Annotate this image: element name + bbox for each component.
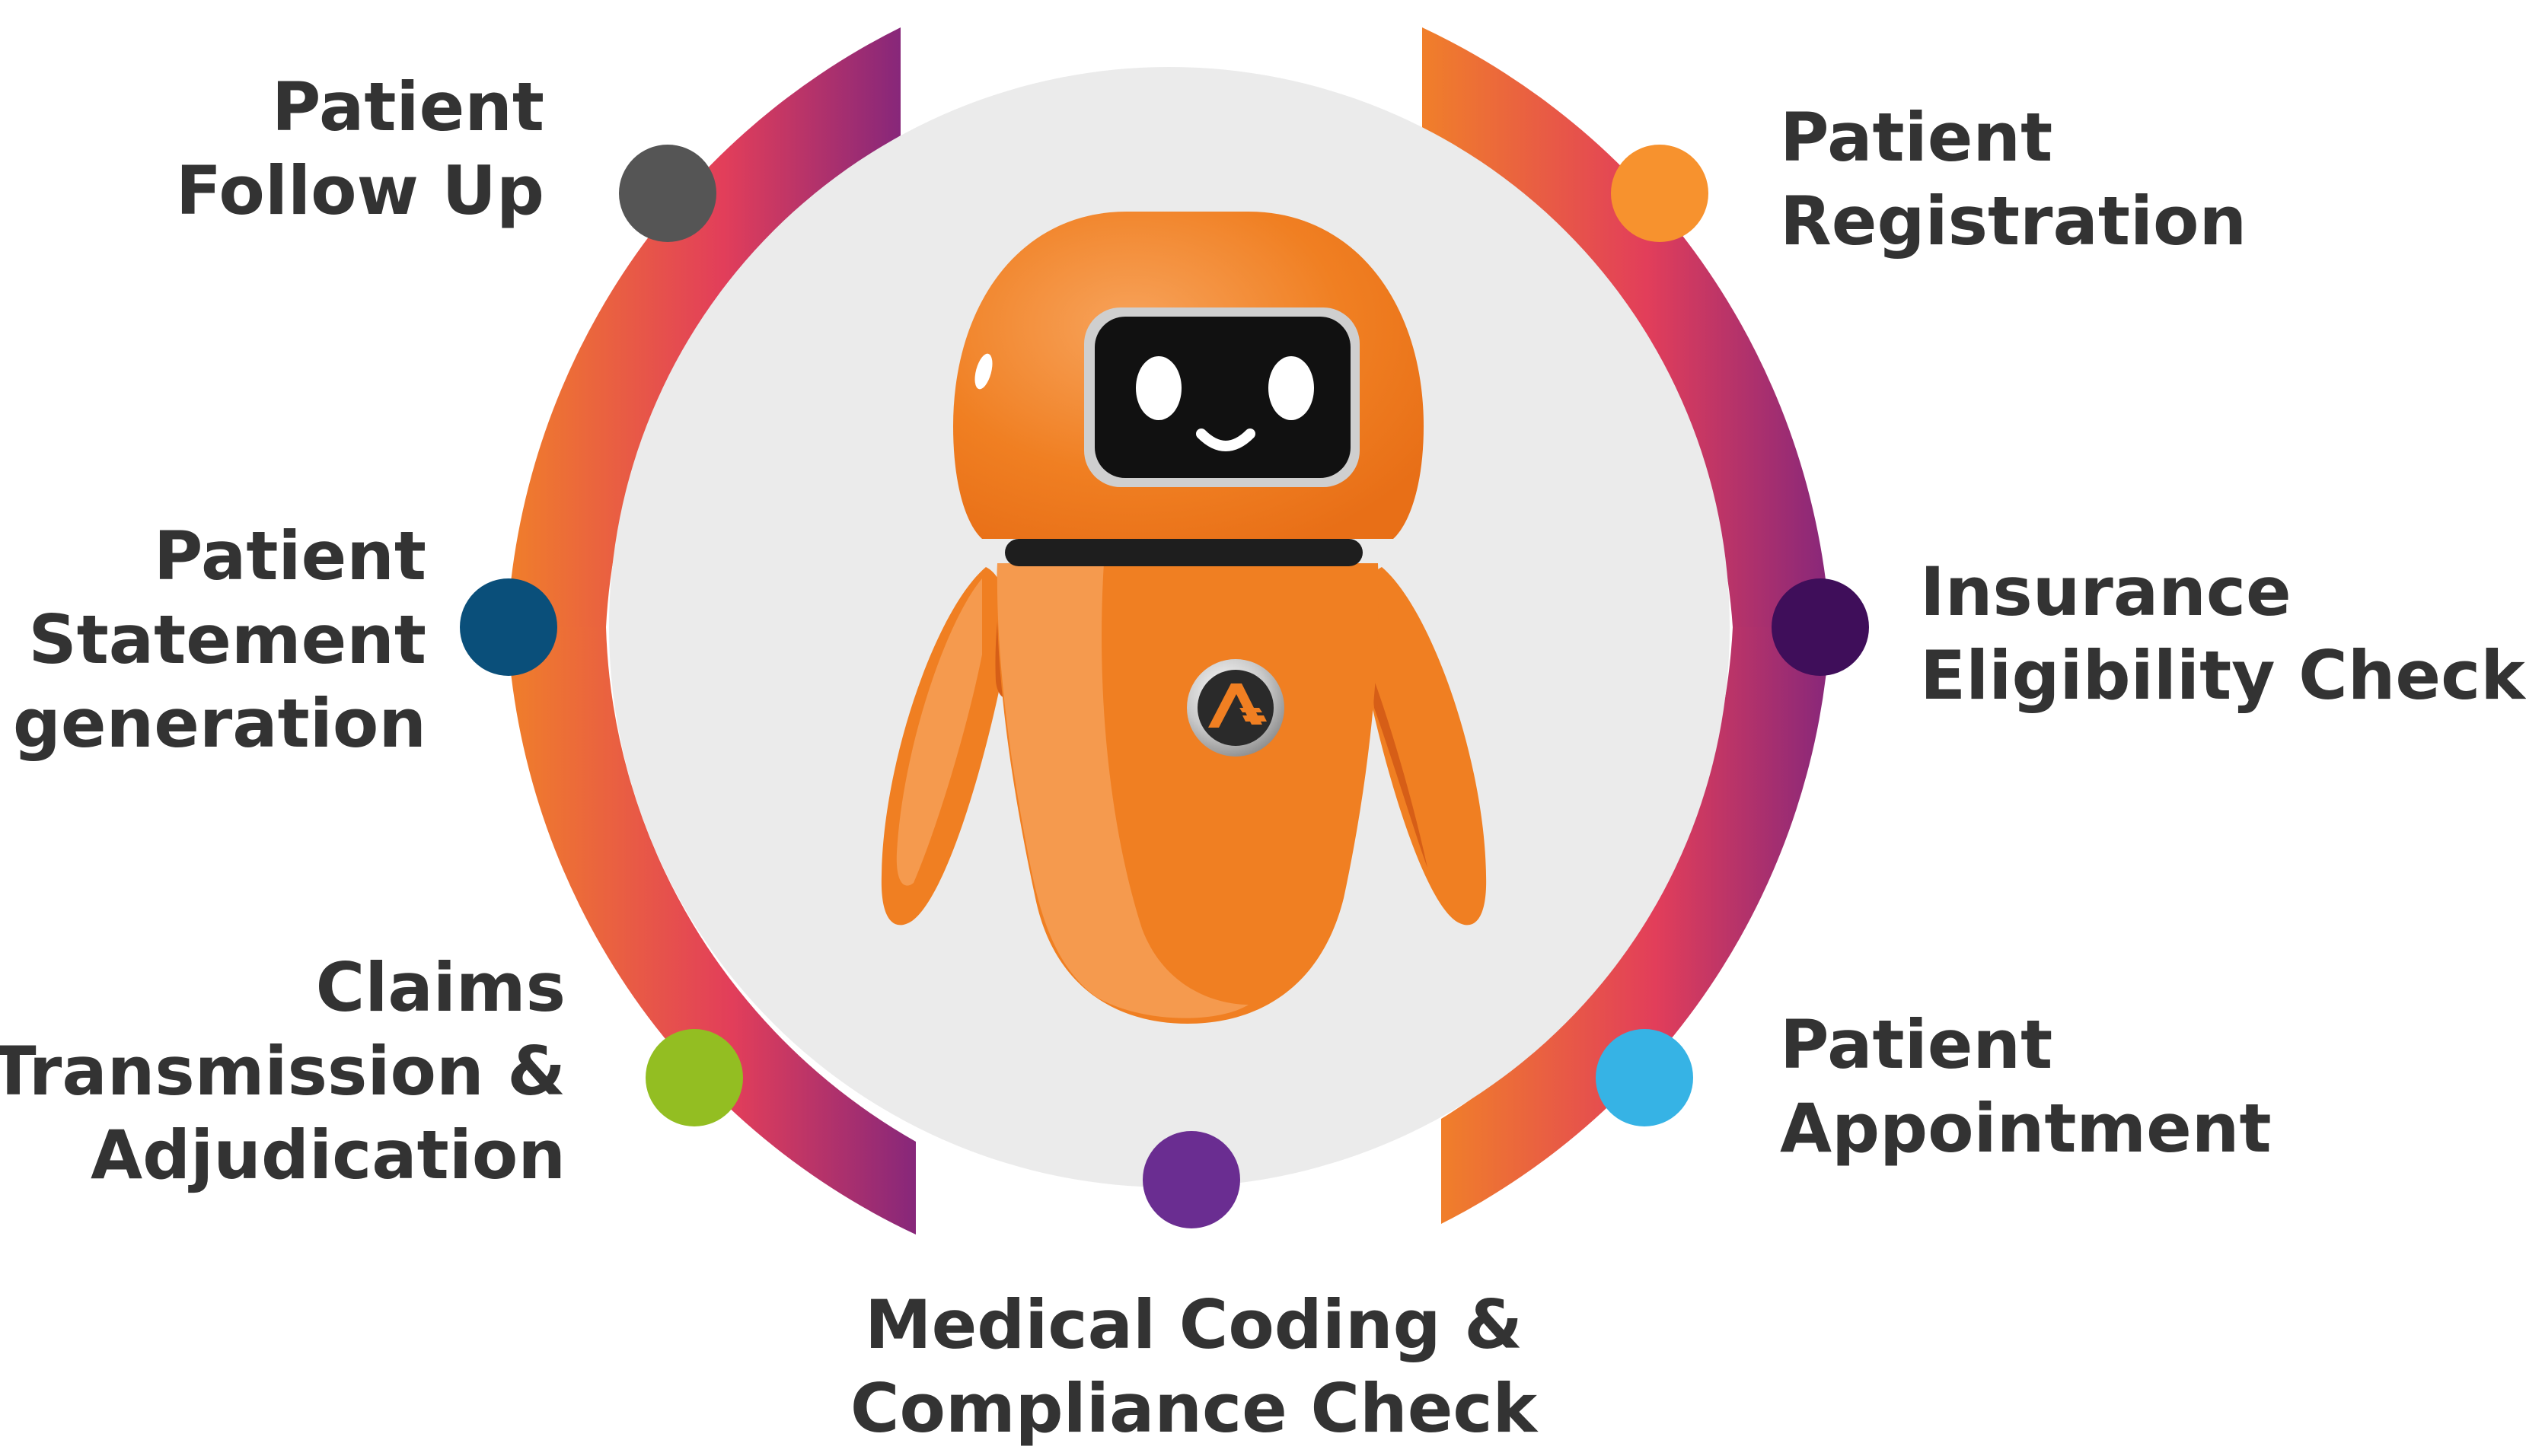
label-patient-statement-generation: Patient Statement generation	[13, 515, 426, 766]
step-dot-medical-coding-compliance-check	[1143, 1131, 1240, 1228]
label-claims-transmission-adjudication: Claims Transmission & Adjudication	[0, 946, 566, 1197]
step-dot-patient-registration	[1611, 145, 1708, 242]
robot-head-glint	[974, 353, 993, 390]
label-line: Patient	[153, 517, 426, 595]
label-patient-appointment: Patient Appointment	[1780, 1003, 2272, 1171]
ring-segment-left-top	[507, 27, 901, 627]
robot-right-arm-shadow	[1370, 670, 1427, 868]
label-line: Patient	[1780, 98, 2053, 177]
step-dot-insurance-eligibility-check	[1772, 578, 1869, 676]
ring-segments	[507, 27, 1830, 1235]
label-medical-coding-compliance-check: Medical Coding & Compliance Check	[813, 1283, 1574, 1451]
step-dot-patient-statement-generation	[460, 578, 557, 676]
ring-segment-left-bottom	[507, 627, 916, 1235]
label-line: Eligibility Check	[1920, 636, 2525, 715]
step-dots	[460, 145, 1869, 1228]
label-line: generation	[12, 684, 426, 763]
robot-body-highlight	[997, 563, 1249, 1018]
label-line: Registration	[1780, 182, 2247, 260]
label-patient-follow-up: Patient Follow Up	[176, 65, 544, 233]
robot-mascot-icon	[881, 212, 1487, 1024]
label-line: Compliance Check	[850, 1369, 1538, 1448]
brand-logo-stripes	[1239, 708, 1267, 722]
step-dot-patient-appointment	[1596, 1029, 1693, 1126]
ring-segment-right-bottom	[1441, 627, 1830, 1224]
label-line: Medical Coding &	[865, 1286, 1523, 1364]
label-line: Transmission &	[0, 1032, 566, 1110]
label-line: Appointment	[1780, 1089, 2272, 1168]
robot-right-eye	[1268, 356, 1314, 420]
label-line: Follow Up	[175, 151, 544, 230]
robot-right-arm	[1359, 567, 1487, 926]
label-line: Adjudication	[91, 1116, 566, 1194]
label-line: Patient	[271, 68, 544, 146]
label-line: Patient	[1780, 1005, 2053, 1084]
label-line: Claims	[315, 948, 566, 1027]
ring-segment-right-top	[1422, 27, 1830, 627]
robot-smile	[1196, 429, 1255, 451]
label-line: Statement	[28, 601, 426, 679]
step-dot-patient-follow-up	[619, 145, 716, 242]
label-line: Insurance	[1920, 553, 2292, 631]
robot-left-eye	[1136, 356, 1182, 420]
label-patient-registration: Patient Registration	[1780, 96, 2247, 263]
robot-left-arm-highlight	[896, 578, 982, 886]
step-dot-claims-transmission-adjudication	[646, 1029, 743, 1126]
robot-neck-band	[1005, 539, 1363, 566]
brand-logo-badge-icon	[1198, 670, 1274, 746]
label-insurance-eligibility-check: Insurance Eligibility Check	[1920, 550, 2525, 718]
